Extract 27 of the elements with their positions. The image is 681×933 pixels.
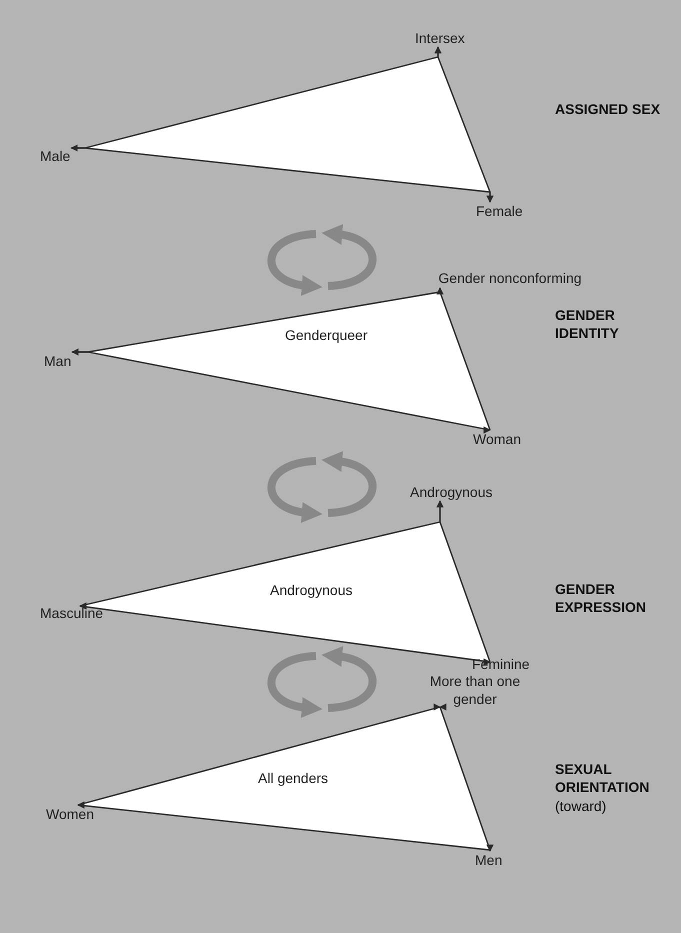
triangle-label: Androgynous bbox=[270, 582, 353, 598]
double-arrow bbox=[77, 802, 494, 852]
double-arrow bbox=[77, 705, 441, 807]
vertex-label: Male bbox=[40, 148, 70, 164]
section-heading: GENDER IDENTITY bbox=[555, 306, 620, 342]
double-arrow bbox=[436, 500, 492, 663]
triangle-label: Genderqueer bbox=[285, 327, 368, 343]
vertex-label: Woman bbox=[473, 431, 521, 447]
triangle-label: All genders bbox=[258, 770, 328, 786]
vertex-label: Intersex bbox=[415, 30, 465, 46]
note: (toward) bbox=[555, 797, 608, 815]
double-arrow bbox=[72, 348, 491, 432]
double-arrow bbox=[436, 287, 492, 431]
section-heading: SEXUAL ORIENTATION bbox=[555, 760, 650, 796]
vertex-label: Men bbox=[475, 852, 502, 868]
section-heading: ASSIGNED SEX bbox=[555, 100, 662, 118]
vertex-label: Gender nonconforming bbox=[430, 269, 590, 287]
vertex-label: Androgynous bbox=[410, 484, 493, 500]
double-arrow bbox=[79, 603, 491, 665]
vertex-label: Female bbox=[476, 203, 523, 219]
vertex-label: Man bbox=[44, 353, 72, 369]
vertex-label: Women bbox=[46, 806, 94, 822]
vertex-label: More than one gender bbox=[420, 672, 530, 708]
double-arrow bbox=[70, 144, 494, 203]
vertex-label: Feminine bbox=[472, 656, 530, 672]
vertex-label: Masculine bbox=[40, 605, 104, 621]
section-heading: GENDER EXPRESSION bbox=[555, 580, 648, 616]
